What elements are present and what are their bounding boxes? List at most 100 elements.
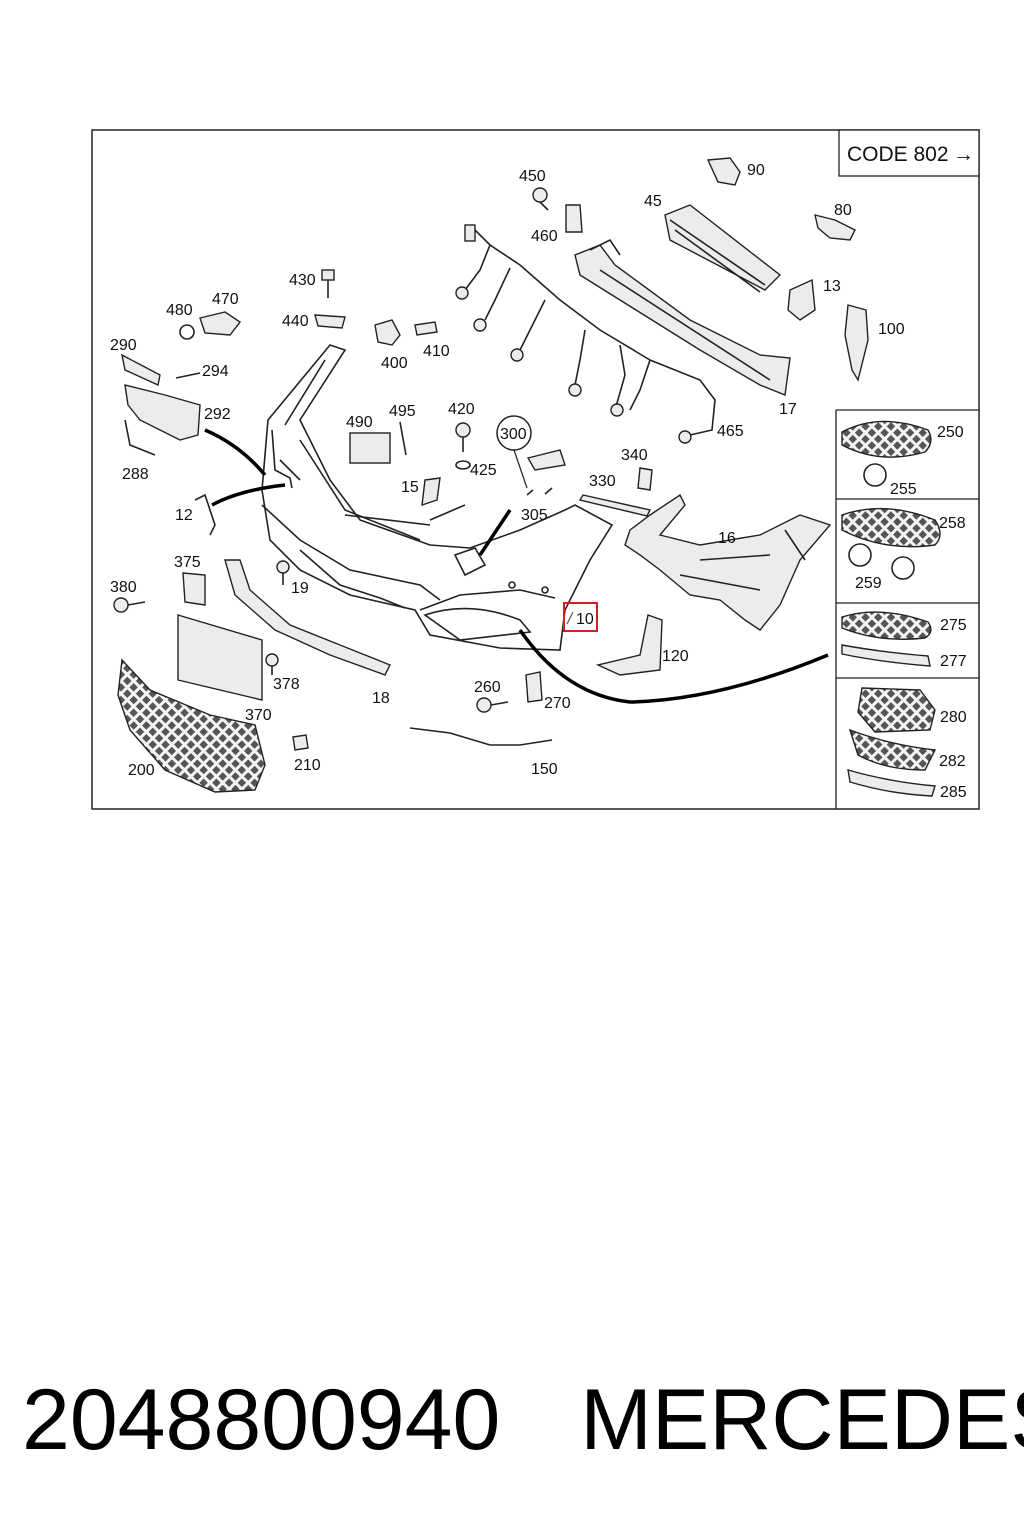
callout-370: 370 xyxy=(245,707,272,724)
leader-300 xyxy=(513,449,528,489)
callout-305: 305 xyxy=(521,507,548,524)
trim-330 xyxy=(578,494,652,517)
callout-120: 120 xyxy=(662,648,689,665)
callout-470: 470 xyxy=(212,291,239,308)
callout-17: 17 xyxy=(779,401,797,418)
callout-410: 410 xyxy=(423,343,450,360)
callout-378: 378 xyxy=(273,676,300,693)
clip-460 xyxy=(565,204,583,233)
washer-425 xyxy=(455,460,471,470)
callout-255: 255 xyxy=(890,481,917,498)
sensor-470 xyxy=(199,311,242,336)
grille-insert-258 xyxy=(841,507,941,548)
side-bracket-16 xyxy=(624,493,832,631)
bracket-15 xyxy=(421,477,441,507)
callout-200: 200 xyxy=(128,762,155,779)
callout-465: 465 xyxy=(717,423,744,440)
bumper-cover xyxy=(261,344,614,651)
callout-18: 18 xyxy=(372,690,390,707)
pin-294 xyxy=(175,372,201,379)
callout-13: 13 xyxy=(823,278,841,295)
callout-275: 275 xyxy=(940,617,967,634)
callout-285: 285 xyxy=(940,784,967,801)
leader-10 xyxy=(566,611,574,625)
callout-10: 10 xyxy=(576,611,594,628)
footer-caption: 2048800940 MERCEDES xyxy=(22,1370,1024,1470)
bracket-375 xyxy=(182,572,206,606)
callout-380: 380 xyxy=(110,579,137,596)
impact-absorber xyxy=(574,238,791,396)
bolt-260 xyxy=(476,697,509,713)
callout-290: 290 xyxy=(110,337,137,354)
callout-80: 80 xyxy=(834,202,852,219)
grille-200 xyxy=(117,658,266,793)
bracket-292 xyxy=(124,384,201,441)
callout-12: 12 xyxy=(175,507,193,524)
callout-270: 270 xyxy=(544,695,571,712)
bracket-290 xyxy=(121,353,161,387)
bracket-100 xyxy=(844,304,869,382)
callout-292: 292 xyxy=(204,406,231,423)
callout-90: 90 xyxy=(747,162,765,179)
callout-480: 480 xyxy=(166,302,193,319)
plate-370 xyxy=(177,614,263,701)
ring-259b xyxy=(891,556,915,580)
bolt-430 xyxy=(321,269,335,298)
arrow-292-to-bumper xyxy=(204,428,267,477)
callout-294: 294 xyxy=(202,363,229,380)
callout-300: 300 xyxy=(500,426,527,443)
bracket-13 xyxy=(787,278,816,321)
callout-260: 260 xyxy=(474,679,501,696)
callout-282: 282 xyxy=(939,753,966,770)
clip-495 xyxy=(399,421,407,456)
trim-strip-18 xyxy=(224,559,391,676)
part-number: 2048800940 xyxy=(22,1372,501,1468)
sensor-400 xyxy=(374,319,401,346)
bracket-288 xyxy=(124,419,156,456)
callout-450: 450 xyxy=(519,168,546,185)
diagram-frame xyxy=(91,129,980,810)
callout-labels: 450 90 45 80 460 430 13 480 470 440 100 … xyxy=(110,162,967,801)
option-panel xyxy=(835,409,979,809)
highlight-box-10 xyxy=(563,602,598,632)
callout-250: 250 xyxy=(937,424,964,441)
trim-150 xyxy=(409,727,553,746)
module-490 xyxy=(349,432,391,464)
callout-150: 150 xyxy=(531,761,558,778)
grille-insert-275 xyxy=(841,611,932,640)
code-box xyxy=(838,129,980,177)
callout-340: 340 xyxy=(621,447,648,464)
callout-495: 495 xyxy=(389,403,416,420)
callout-425: 425 xyxy=(470,462,497,479)
bracket-80 xyxy=(814,214,856,241)
callout-288: 288 xyxy=(122,466,149,483)
callout-490: 490 xyxy=(346,414,373,431)
bracket-12 xyxy=(194,493,216,536)
callout-277: 277 xyxy=(940,653,967,670)
pin-340 xyxy=(637,467,653,491)
brand-name: MERCEDES xyxy=(580,1372,1024,1468)
callout-280: 280 xyxy=(940,709,967,726)
ring-255 xyxy=(863,463,887,487)
callout-259: 259 xyxy=(855,575,882,592)
clip-378 xyxy=(265,653,279,675)
clip-305 xyxy=(526,487,553,496)
arrow-300-to-bumper xyxy=(478,509,512,556)
callout-440: 440 xyxy=(282,313,309,330)
grille-insert-250 xyxy=(841,420,932,458)
callout-45: 45 xyxy=(644,193,662,210)
bracket-90 xyxy=(706,157,741,186)
wiring-harness xyxy=(455,224,716,444)
bracket-270 xyxy=(525,671,543,703)
callout-100: 100 xyxy=(878,321,905,338)
ring-480 xyxy=(179,324,195,340)
callout-210: 210 xyxy=(294,757,321,774)
grille-280 xyxy=(857,687,936,733)
callout-375: 375 xyxy=(174,554,201,571)
trim-285 xyxy=(847,769,936,797)
bolt-380 xyxy=(113,597,146,613)
callout-16: 16 xyxy=(718,530,736,547)
callout-19: 19 xyxy=(291,580,309,597)
callout-330: 330 xyxy=(589,473,616,490)
callout-15: 15 xyxy=(401,479,419,496)
